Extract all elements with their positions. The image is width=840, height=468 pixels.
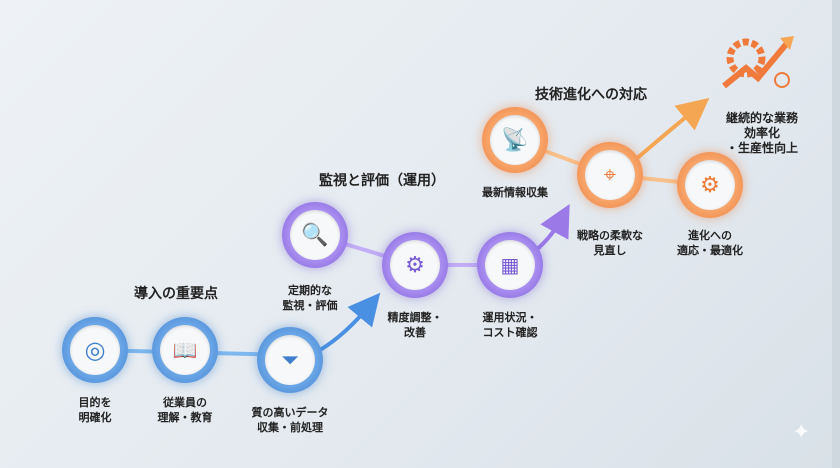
book-people-icon: 📖: [172, 338, 198, 362]
node-label: 質の高いデータ 収集・前処理: [251, 406, 329, 434]
node-cost-check: ▦: [477, 232, 543, 298]
right-edge: [832, 0, 840, 468]
node-info-gathering: 📡: [482, 107, 548, 173]
node-label: 目的を 明確化: [78, 396, 112, 424]
node-label: 定期的な 監視・評価: [282, 284, 338, 312]
node-monitoring: 🔍: [282, 202, 348, 268]
section-title-introduction: 導入の重要点: [134, 286, 218, 302]
map-pin-icon: ⌖: [603, 162, 617, 188]
calculator-calendar-icon: ▦: [500, 253, 520, 277]
node-label: 運用状況・ コスト確認: [482, 311, 538, 339]
satellite-dish-icon: 📡: [501, 127, 529, 153]
section-title-monitoring: 監視と評価（運用）: [319, 173, 445, 189]
node-purpose: ◎: [62, 317, 128, 383]
gear-arrow-icon: ⚙: [700, 172, 720, 198]
node-tuning: ⚙: [382, 232, 448, 298]
magnifier-chart-icon: 🔍: [301, 222, 329, 248]
node-label: 最新情報収集: [482, 186, 548, 199]
target-icon: ◎: [84, 336, 106, 364]
section-title-tech-evolution: 技術進化への対応: [535, 87, 647, 103]
node-adaptation: ⚙: [677, 152, 743, 218]
node-strategy-review: ⌖: [577, 142, 643, 208]
database-funnel-icon: ⏷: [281, 347, 299, 373]
node-education: 📖: [152, 317, 218, 383]
gear-growth-bulb-icon: [718, 28, 798, 98]
node-label: 戦略の柔軟な 見直し: [577, 229, 643, 257]
gear-wrench-icon: ⚙: [405, 252, 425, 278]
goal-label: 継続的な業務効率化 ・生産性向上: [725, 111, 798, 155]
node-label: 進化への 適応・最適化: [677, 229, 743, 257]
node-label: 従業員の 理解・教育: [157, 396, 213, 424]
node-label: 精度調整・ 改善: [387, 311, 443, 339]
sparkle-icon: ✦: [792, 420, 811, 445]
node-data-quality: ⏷: [257, 327, 323, 393]
